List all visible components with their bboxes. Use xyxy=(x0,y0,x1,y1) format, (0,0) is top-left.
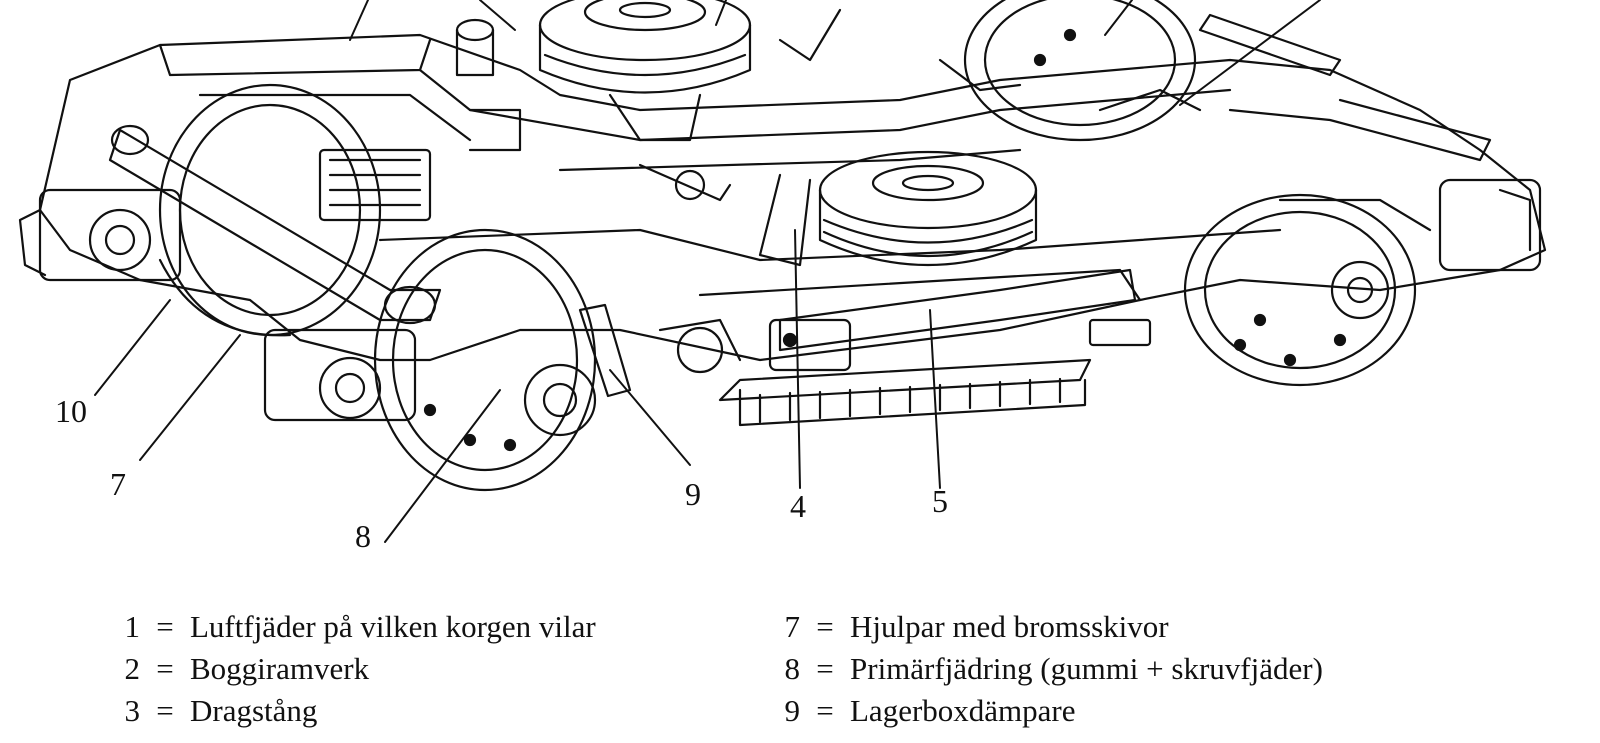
callout-8: 8 xyxy=(355,518,371,554)
legend-separator: = xyxy=(156,651,174,686)
frame-details xyxy=(318,18,1532,347)
anti-roll-bar xyxy=(108,124,442,325)
axle-box-right xyxy=(1330,178,1542,320)
legend-separator: = xyxy=(156,693,174,728)
wheel-left-front xyxy=(373,228,597,492)
callout-10: 10 xyxy=(55,393,87,429)
axle-box-front xyxy=(263,328,597,437)
bogie-frame xyxy=(38,33,1547,427)
axle-box-left xyxy=(18,188,182,282)
legend-num: 8 xyxy=(784,651,801,686)
legend-item-2: 2 = Boggiramverk xyxy=(100,651,370,686)
legend-label: Dragstång xyxy=(190,693,318,728)
legend-num: 1 xyxy=(124,609,141,644)
legend-label: Primärfjädring (gummi + skruvfjäder) xyxy=(850,651,1323,686)
air-spring-front xyxy=(818,150,1038,267)
vertical-damper xyxy=(578,303,742,398)
legend-num: 2 xyxy=(124,651,141,686)
legend-item-8: 8 = Primärfjädring (gummi + skruvfjäder) xyxy=(760,652,1323,686)
legend-label: Luftfjäder på vilken korgen vilar xyxy=(190,609,596,644)
side-dampers-rear xyxy=(1198,13,1492,232)
legend-item-7: 7 = Hjulpar med bromsskivor xyxy=(760,610,1169,644)
legend-item-3: 3 = Dragstång xyxy=(100,693,318,728)
legend-num: 3 xyxy=(124,693,141,728)
legend-separator: = xyxy=(156,609,174,644)
yaw-damper xyxy=(768,268,1137,372)
callout-9: 9 xyxy=(685,476,701,512)
legend-separator: = xyxy=(816,609,834,644)
wheel-right-back xyxy=(963,0,1197,142)
callout-7: 7 xyxy=(110,466,126,502)
legend-num: 7 xyxy=(784,609,801,644)
traction-link xyxy=(638,8,1022,267)
legend-separator: = xyxy=(816,693,834,728)
legend-label: Boggiramverk xyxy=(190,651,370,686)
legend-label: Hjulpar med bromsskivor xyxy=(850,609,1169,644)
legend-item-9: 9 = Lagerboxdämpare xyxy=(760,694,1076,728)
callout-4: 4 xyxy=(790,488,806,524)
callout-leaders xyxy=(94,0,1321,543)
legend-num: 9 xyxy=(784,693,801,728)
legend-separator: = xyxy=(816,651,834,686)
air-spring-rear xyxy=(538,0,752,142)
wheel-right-front xyxy=(1183,193,1417,387)
legend-label: Lagerboxdämpare xyxy=(850,693,1076,728)
callout-5: 5 xyxy=(932,483,948,519)
legend-item-1: 1 = Luftfjäder på vilken korgen vilar xyxy=(100,610,596,644)
